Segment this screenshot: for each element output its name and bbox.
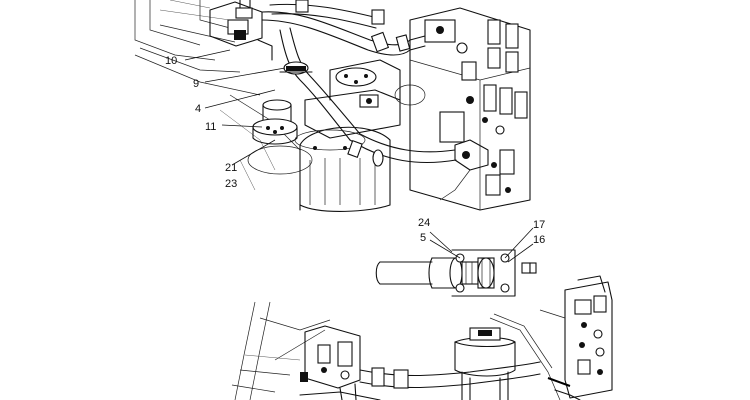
callout-16: 16 (533, 234, 545, 246)
callout-23: 23 (225, 178, 237, 190)
callout-9: 9 (193, 78, 199, 90)
hose-ring (347, 140, 384, 167)
top-leader-lines (184, 49, 286, 166)
detail-hose (375, 257, 463, 289)
bottom-swing-motor (454, 313, 561, 400)
swing-motor (294, 59, 426, 212)
detail-callouts: 24 5 17 16 (418, 217, 545, 246)
swivel-cylinder (247, 99, 313, 175)
bottom-valve-left (300, 325, 361, 400)
callout-21: 21 (225, 162, 237, 174)
top-assembly (134, 0, 531, 212)
callout-10: 10 (165, 55, 177, 67)
clamp-bracket (209, 0, 273, 61)
hose-clamp (279, 61, 313, 75)
detail-bolts (521, 262, 537, 274)
hydraulic-hoses-top (261, 0, 457, 164)
callout-24: 24 (418, 217, 430, 229)
callout-11: 11 (205, 121, 216, 133)
control-valve-block (409, 7, 531, 211)
detail-view (375, 227, 537, 297)
callout-5: 5 (420, 232, 426, 244)
callout-4: 4 (195, 103, 201, 115)
bottom-assembly (231, 275, 613, 400)
top-callouts: 10 9 4 11 21 23 (165, 55, 237, 190)
bottom-frame-lines (231, 301, 331, 400)
callout-17: 17 (533, 219, 545, 231)
bottom-valve-right (539, 275, 613, 400)
hydraulic-hoses-bottom (299, 361, 541, 400)
detail-fitting (461, 257, 495, 289)
detail-flange (451, 249, 516, 297)
